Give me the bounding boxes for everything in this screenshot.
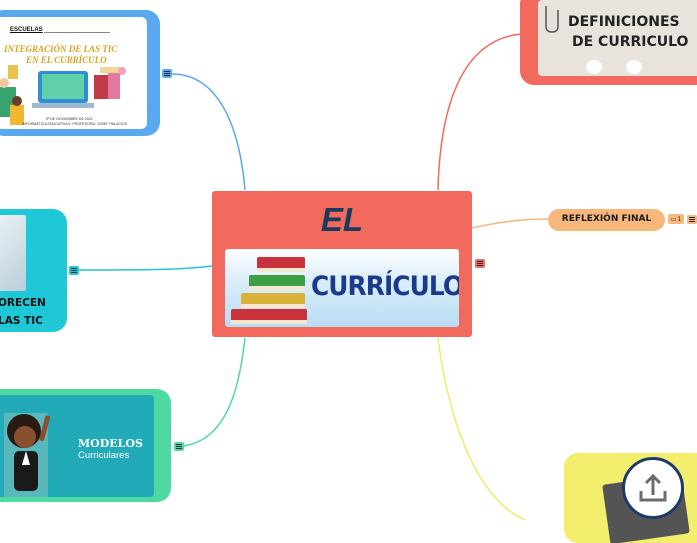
favorecen-notes-icon[interactable] [69,266,79,275]
integracion-footer2: INFORMÁTICA EDUCATIVA II: PROFESORA: JOS… [22,122,128,126]
integracion-tag: ESCUELAS [10,27,43,33]
integracion-notes-icon[interactable] [162,69,172,78]
modelos-line1: MODELOS [78,437,143,450]
central-banner-image: CURRÍCULO [225,249,459,327]
paperclip-icon [545,6,559,33]
reflexion-notes-icon[interactable] [687,215,697,224]
upload-arrow-icon [639,473,667,502]
topic-integracion-tic[interactable]: ESCUELAS INTEGRACIÓN DE LAS TIC EN EL CU… [0,10,160,136]
central-topic-el-curriculo[interactable]: EL CURRÍCULO [212,191,472,337]
teacher-illustration [4,413,51,497]
favorecen-image [0,215,26,291]
definiciones-line1: DEFINICIONES [568,14,680,30]
comment-count: 1 [677,215,682,223]
books-icon [231,257,307,324]
central-title: EL [320,201,364,238]
integracion-footer1: 9º DE NOVIEMBRE DE 2021 [46,117,93,121]
topic-reflexion-final[interactable]: REFLEXIÓN FINAL [548,209,665,231]
modelos-image: MODELOS Curriculares [0,395,154,497]
connector-favorecen [78,265,213,271]
definiciones-line2: DE CURRICULO [572,34,689,50]
central-banner-word: CURRÍCULO [311,271,459,302]
connector-definiciones [437,33,522,191]
download-icon[interactable] [622,457,684,519]
connector-lines [78,33,549,520]
definiciones-image: DEFINICIONES DE CURRICULO [538,0,697,76]
reflexion-label: REFLEXIÓN FINAL [561,214,652,224]
topic-modelos-curriculares[interactable]: MODELOS Curriculares [0,389,171,502]
favorecen-line2: LAS TIC [0,315,43,327]
integracion-title-line2: EN EL CURRÍCULO [26,55,107,65]
integracion-title-line1: INTEGRACIÓN DE LAS TIC [4,44,118,54]
connector-descarga [437,337,526,520]
topic-favorecen-tic[interactable]: ORECEN LAS TIC [0,209,67,332]
reflexion-comment-badge[interactable]: ▭1 [668,214,684,224]
integracion-illustration [0,65,126,125]
modelos-notes-icon[interactable] [174,442,184,451]
central-notes-icon[interactable] [475,259,485,268]
integracion-image: ESCUELAS INTEGRACIÓN DE LAS TIC EN EL CU… [0,17,147,129]
comment-icon: ▭ [670,215,677,223]
definiciones-bubble-1 [586,60,602,74]
topic-definiciones-curriculo[interactable]: DEFINICIONES DE CURRICULO [520,0,697,85]
connector-reflexion [471,218,549,229]
topic-descarga[interactable] [564,453,697,543]
modelos-line2: Curriculares [78,450,130,461]
favorecen-line1: ORECEN [0,297,46,309]
connector-integracion [171,73,246,191]
definiciones-bubble-2 [626,60,642,74]
connector-modelos [182,337,246,447]
